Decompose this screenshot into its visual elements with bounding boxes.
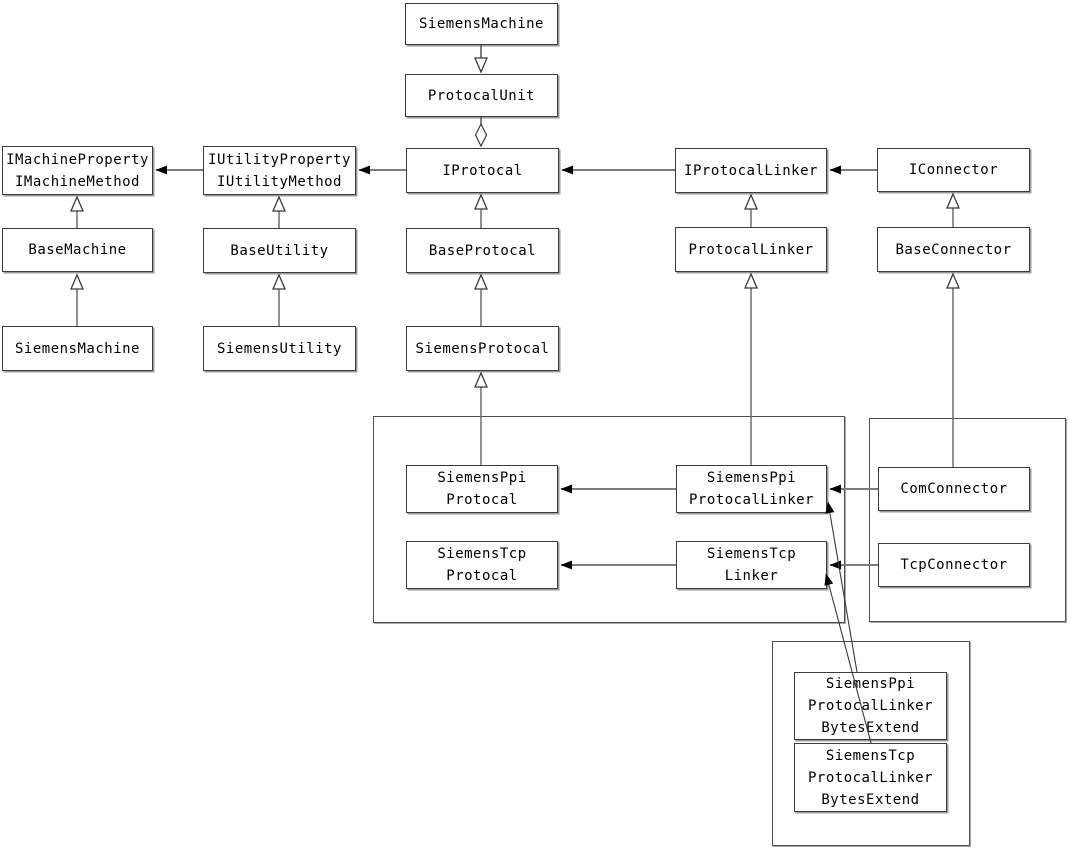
node-siemens-ppi-protocal-linker: SiemensPpi ProtocalLinker bbox=[676, 465, 827, 513]
node-label: TcpConnector bbox=[900, 557, 1008, 573]
node-siemens-ppi-protocal: SiemensPpi Protocal bbox=[406, 465, 558, 513]
node-label: SiemensPpi ProtocalLinker bbox=[688, 470, 814, 508]
node-label: SiemensProtocal bbox=[415, 340, 550, 357]
node-label: IUtilityProperty IUtilityMethod bbox=[208, 151, 351, 190]
node-label: BaseConnector bbox=[895, 241, 1012, 258]
node-siemens-tcp-linker: SiemensTcp Linker bbox=[676, 541, 827, 589]
node-label: SiemensMachine bbox=[418, 16, 544, 32]
group-siemens-protocal-linker-implementations bbox=[373, 416, 845, 623]
node-iconnector: IConnector bbox=[877, 148, 1030, 192]
node-label: IMachineProperty IMachineMethod bbox=[6, 151, 149, 190]
group-connector-implementations bbox=[869, 418, 1066, 622]
node-label: BaseUtility bbox=[230, 242, 329, 259]
node-siemens-tcp-protocal: SiemensTcp Protocal bbox=[406, 541, 558, 589]
node-label: SiemensPpi ProtocalLinker BytesExtend bbox=[807, 676, 933, 736]
node-label: IConnector bbox=[908, 162, 999, 178]
node-base-connector: BaseConnector bbox=[877, 227, 1030, 272]
node-base-utility: BaseUtility bbox=[203, 228, 356, 273]
node-siemens-utility: SiemensUtility bbox=[203, 326, 356, 371]
node-label: SiemensPpi Protocal bbox=[437, 470, 527, 508]
node-siemens-machine-top: SiemensMachine bbox=[405, 3, 558, 45]
node-siemens-machine: SiemensMachine bbox=[2, 326, 153, 371]
node-label: BaseProtocal bbox=[428, 242, 537, 259]
node-base-machine: BaseMachine bbox=[2, 228, 153, 272]
node-protocal-unit: ProtocalUnit bbox=[405, 74, 558, 117]
node-com-connector: ComConnector bbox=[878, 467, 1030, 511]
node-label: ProtocalLinker bbox=[688, 241, 814, 258]
node-label: IProtocal bbox=[442, 162, 523, 179]
node-siemens-protocal: SiemensProtocal bbox=[406, 326, 559, 371]
node-label: ComConnector bbox=[900, 481, 1008, 497]
node-label: ProtocalUnit bbox=[427, 87, 536, 104]
node-label: SiemensTcp ProtocalLinker BytesExtend bbox=[807, 747, 933, 808]
node-base-protocal: BaseProtocal bbox=[406, 228, 559, 273]
node-tcp-connector: TcpConnector bbox=[878, 543, 1030, 587]
node-label: SiemensTcp Linker bbox=[706, 546, 797, 584]
node-iutility-interface: IUtilityProperty IUtilityMethod bbox=[203, 146, 356, 195]
node-label: SiemensUtility bbox=[216, 340, 342, 357]
node-protocal-linker: ProtocalLinker bbox=[675, 227, 827, 272]
node-tcp-bytes-extend: SiemensTcp ProtocalLinker BytesExtend bbox=[794, 743, 947, 812]
node-iprotocal-linker: IProtocalLinker bbox=[675, 148, 827, 193]
node-label: SiemensMachine bbox=[14, 340, 140, 357]
node-label: SiemensTcp Protocal bbox=[437, 546, 527, 584]
node-label: BaseMachine bbox=[28, 242, 127, 258]
node-iprotocal: IProtocal bbox=[406, 148, 559, 193]
node-imachine-interface: IMachineProperty IMachineMethod bbox=[2, 146, 153, 195]
node-label: IProtocalLinker bbox=[684, 162, 818, 179]
node-ppi-bytes-extend: SiemensPpi ProtocalLinker BytesExtend bbox=[794, 672, 947, 740]
